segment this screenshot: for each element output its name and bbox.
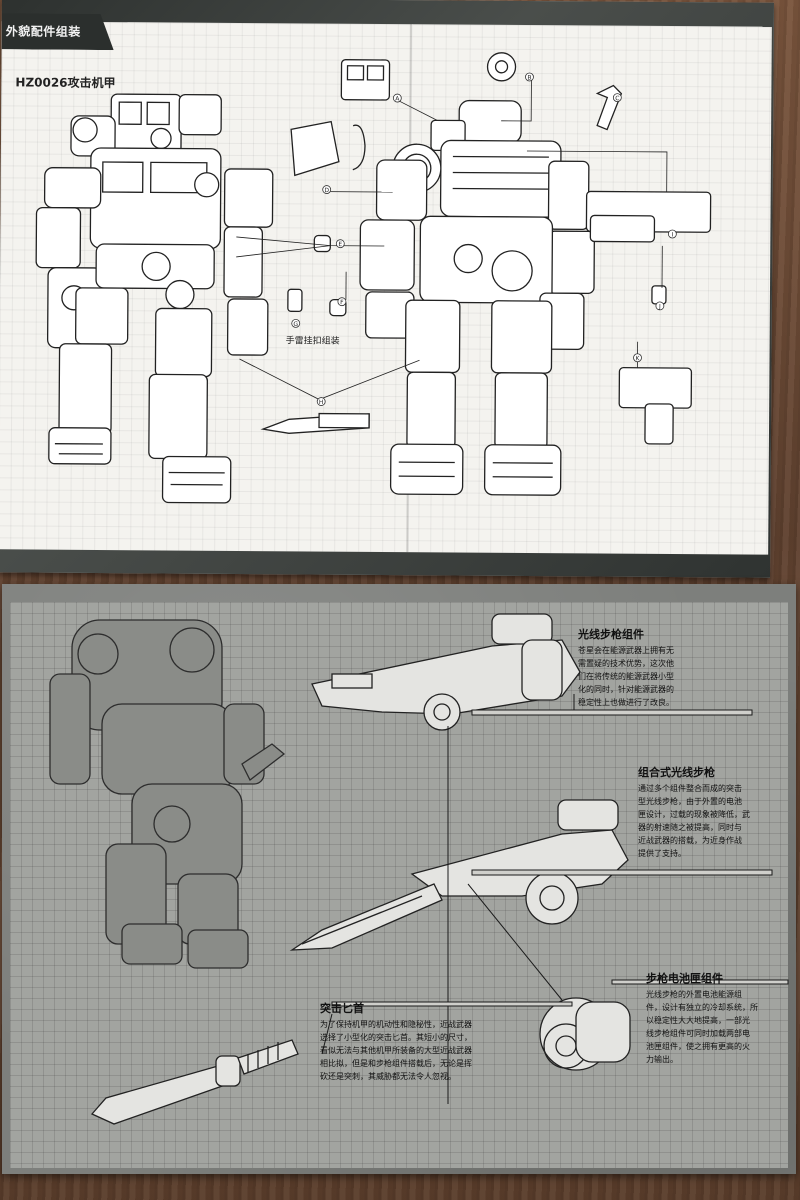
part-letter-a: A [395,96,400,103]
beam-rifle-title: 光线步枪组件 [578,628,644,641]
beam-rifle-caption: 光线步枪组件 苍星会在能源武器上拥有无 需置疑的技术优势，这次他 们在将传统的能… [578,626,778,709]
beam-rifle-text-4: 化的同时，针对能源武器的 [578,685,674,694]
part-letter-g: G [293,321,298,328]
dagger-caption: 突击匕首 为了保持机甲的机动性和隐秘性，近战武器 选择了小型化的突击匕首。其短小… [320,1000,540,1083]
dagger-text-2: 选择了小型化的突击匕首。其短小的尺寸， [320,1033,472,1042]
battery-magazine-illustration [539,997,631,1071]
battery-text-3: 以稳定性大大地提高，一部光 [646,1016,750,1025]
left-mech-illustration [35,93,274,504]
right-mech-illustration [359,99,596,496]
combo-rifle-text-5: 近战武器的搭载，为近身作战 [638,836,742,845]
weapon-illustrations [49,613,789,1125]
battery-text-6: 力输出。 [646,1055,678,1064]
beam-rifle-text-2: 需置疑的技术优势，这次他 [578,659,674,668]
caption-leader-lines [321,694,575,1104]
part-letter-j: J [658,303,661,310]
dagger-text-5: 砍还是突刺，其威胁都无法令人忽视。 [320,1072,456,1081]
dagger-text-1: 为了保持机甲的机动性和隐秘性，近战武器 [320,1020,472,1029]
dagger-text-3: 看似无法与其他机甲所装备的大型近战武器 [320,1046,472,1055]
caption-underline-bars [331,709,789,1007]
part-letter-i: I [671,231,673,238]
weapon-info-sheet: 光线步枪组件 苍星会在能源武器上拥有无 需置疑的技术优势，这次他 们在将传统的能… [2,584,796,1174]
part-letter-h: H [319,399,324,406]
mech-assembly-drawing: A B C D E F G H I J K [35,52,712,504]
beam-rifle-text-3: 们在将传统的能源武器小型 [578,672,674,681]
exploded-parts [260,52,712,445]
part-letter-d: D [324,187,329,194]
combo-rifle-illustration [289,799,629,951]
dagger-text-4: 相比拟，但是和步枪组件搭载后，无论是挥 [320,1059,472,1068]
battery-text-4: 线步枪组件可同时加载两部电 [646,1029,750,1038]
part-letter-k: K [636,355,641,362]
battery-text-5: 池匣组件，使之拥有更高的火 [646,1042,750,1051]
combo-rifle-text-6: 提供了支持。 [638,849,686,858]
mech-silhouette [49,619,286,969]
battery-text-2: 件，设计有独立的冷却系统，所 [646,1003,758,1012]
part-letter-f: F [340,299,344,306]
part-markers: A B C D E F G H I J K [291,72,677,406]
part-letter-c: C [615,95,619,102]
part-letter-b: B [527,74,531,81]
combo-rifle-text-3: 匣设计，过载的现象被降低，武 [638,810,750,819]
battery-caption: 步枪电池匣组件 光线步枪的外置电池能源组 件，设计有独立的冷却系统，所 以稳定性… [646,970,790,1066]
beam-rifle-text-1: 苍星会在能源武器上拥有无 [578,646,674,655]
combo-rifle-text-4: 器的射速随之被提高，同时与 [638,823,742,832]
leader-lines [236,77,668,400]
battery-title: 步枪电池匣组件 [646,972,723,985]
combo-rifle-title: 组合式光线步枪 [638,766,715,779]
beam-rifle-illustration [311,613,581,731]
instruction-sheet-top: 外貌配件组装 HZ0026攻击机甲 手雷挂扣组装 [0,0,774,578]
assault-dagger-illustration [90,1039,299,1125]
beam-rifle-text-5: 稳定性上也做进行了改良。 [578,698,674,707]
dagger-title: 突击匕首 [320,1002,364,1015]
battery-text-1: 光线步枪的外置电池能源组 [646,990,742,999]
part-letter-e: E [338,241,342,248]
combo-rifle-text-1: 通过多个组件整合而成的突击 [638,784,742,793]
combo-rifle-text-2: 型光线步枪，由于外置的电池 [638,797,742,806]
combo-rifle-caption: 组合式光线步枪 通过多个组件整合而成的突击 型光线步枪，由于外置的电池 匣设计，… [638,764,788,860]
